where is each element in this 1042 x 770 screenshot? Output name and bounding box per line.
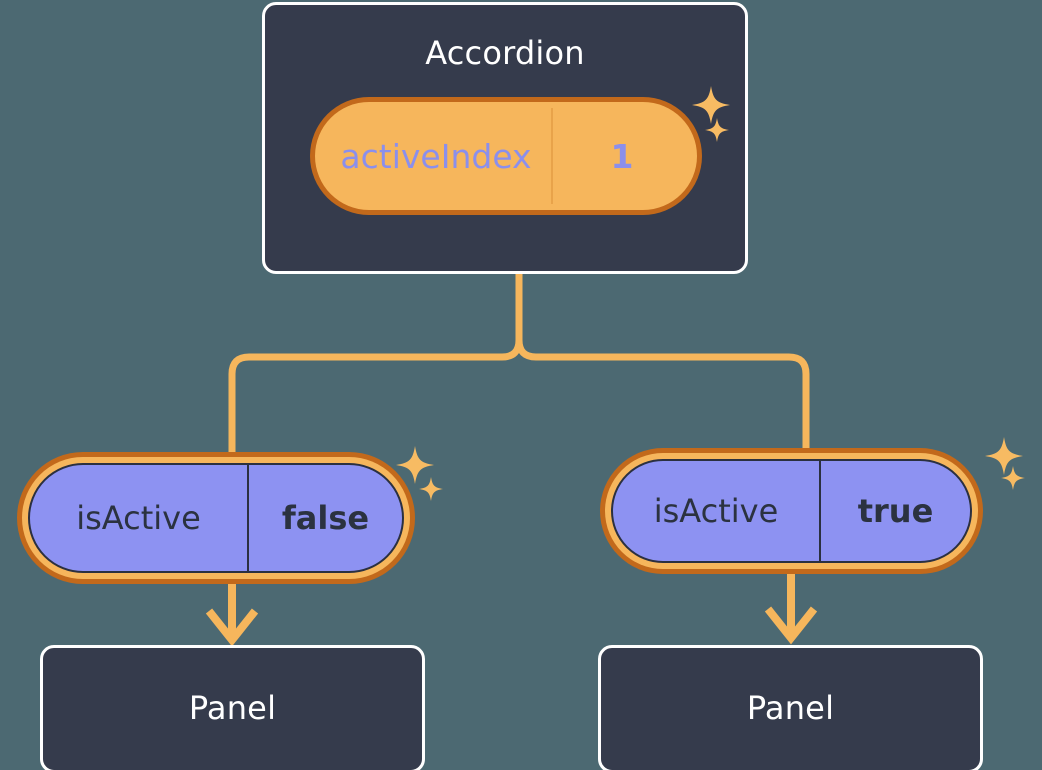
panel-component-card-left[interactable]: Panel — [40, 645, 425, 770]
sparkle-left-small-icon — [419, 477, 443, 501]
wire-to-left-panel — [228, 270, 523, 458]
prop-value-label: false — [281, 499, 370, 537]
state-pill-activeindex[interactable]: activeIndex 1 — [310, 97, 702, 215]
pill-body: isActive true — [611, 459, 972, 563]
accordion-title: Accordion — [425, 34, 585, 72]
pill-body: isActive false — [28, 463, 404, 573]
sparkle-right-large-icon — [985, 437, 1023, 475]
sparkle-right-small-icon — [1001, 466, 1025, 490]
pill-highlight-ring: isActive true — [605, 453, 978, 569]
panel-title-right: Panel — [746, 689, 835, 727]
arrow-right-head — [764, 606, 818, 645]
pill-highlight-ring: isActive false — [22, 457, 410, 579]
pill-body: activeIndex 1 — [321, 108, 691, 204]
pill-highlight-ring: activeIndex 1 — [315, 102, 697, 210]
prop-pill-isactive-true[interactable]: isActive true — [600, 448, 983, 574]
state-value-label: 1 — [610, 136, 634, 176]
panel-title-left: Panel — [188, 689, 277, 727]
state-key-label: activeIndex — [321, 108, 553, 204]
prop-key-label: isActive — [30, 465, 249, 571]
wire-to-right-panel — [515, 270, 810, 456]
prop-key-label: isActive — [613, 461, 821, 561]
prop-value-label: true — [857, 492, 934, 530]
prop-pill-isactive-false[interactable]: isActive false — [17, 452, 415, 584]
arrow-left-head — [205, 608, 259, 647]
panel-component-card-right[interactable]: Panel — [598, 645, 983, 770]
